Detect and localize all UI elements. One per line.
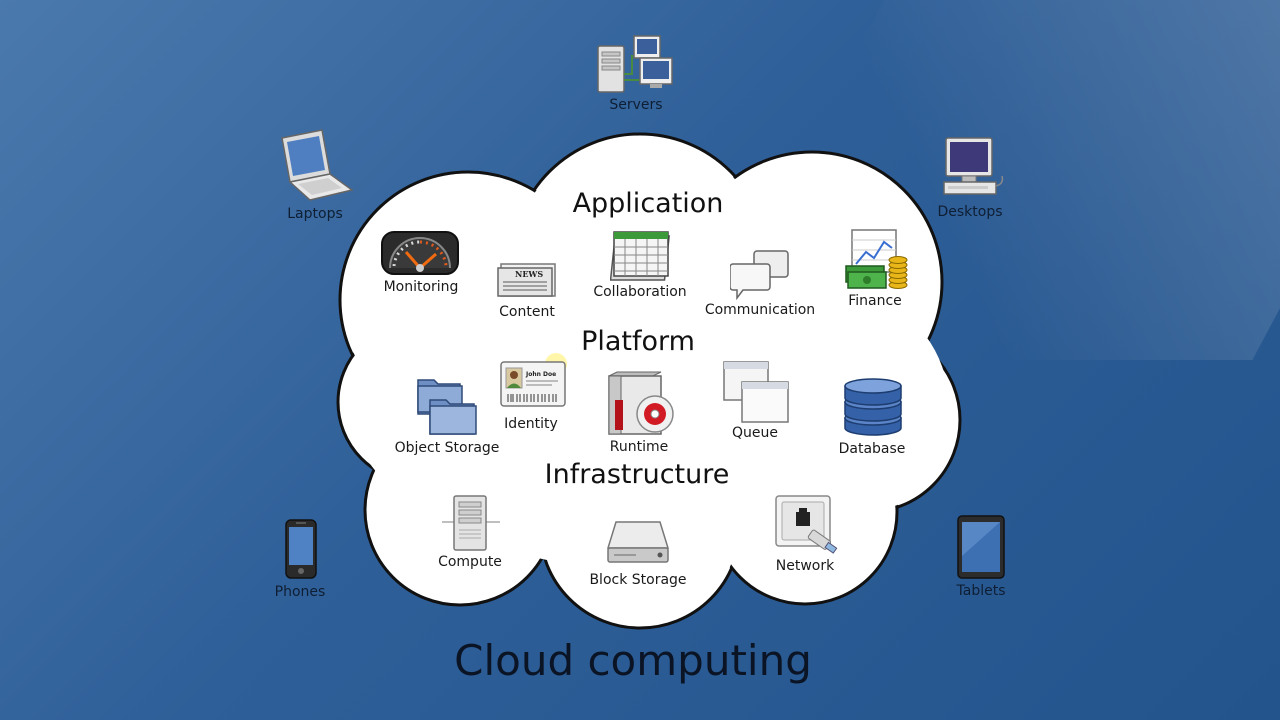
smartphone-icon [285, 519, 317, 579]
section-application: Application [572, 188, 724, 219]
network-port-icon [775, 495, 838, 554]
label-identity: Identity [504, 416, 558, 432]
label-object-storage: Object Storage [394, 440, 500, 456]
desktop-computer-icon [943, 137, 1004, 195]
label-monitoring: Monitoring [383, 279, 459, 295]
calendar-icon [610, 231, 670, 281]
label-tablets: Tablets [956, 583, 1006, 599]
label-communication: Communication [704, 302, 816, 318]
chat-bubbles-icon [730, 250, 789, 300]
section-infrastructure: Infrastructure [544, 459, 730, 490]
section-platform: Platform [581, 326, 695, 357]
servers-icon [597, 35, 673, 93]
label-finance: Finance [848, 293, 902, 309]
label-network: Network [775, 558, 835, 574]
label-servers: Servers [609, 97, 663, 113]
database-icon [844, 378, 902, 436]
windows-queue-icon [723, 361, 789, 423]
newspaper-icon: NEWS [497, 263, 556, 297]
label-desktops: Desktops [937, 204, 1003, 220]
laptop-icon [281, 129, 354, 201]
label-phones: Phones [274, 584, 326, 600]
label-collaboration: Collaboration [593, 284, 687, 300]
hard-drive-icon [606, 521, 670, 563]
page-title: Cloud computing [454, 636, 812, 685]
id-card-name: John Doe [525, 371, 556, 378]
label-compute: Compute [438, 554, 502, 570]
label-laptops: Laptops [287, 206, 343, 222]
folders-icon [417, 379, 477, 435]
label-content: Content [499, 304, 555, 320]
label-runtime: Runtime [609, 439, 669, 455]
speedometer-icon [381, 231, 459, 275]
label-database: Database [838, 441, 906, 457]
software-box-disc-icon [608, 371, 674, 435]
id-card-icon: John Doe [500, 353, 567, 407]
finance-chart-money-icon [845, 229, 908, 289]
label-block-storage: Block Storage [589, 572, 687, 588]
server-tower-icon [442, 495, 500, 551]
news-badge-text: NEWS [515, 269, 543, 279]
tablet-icon [957, 515, 1005, 579]
label-queue: Queue [732, 425, 778, 441]
